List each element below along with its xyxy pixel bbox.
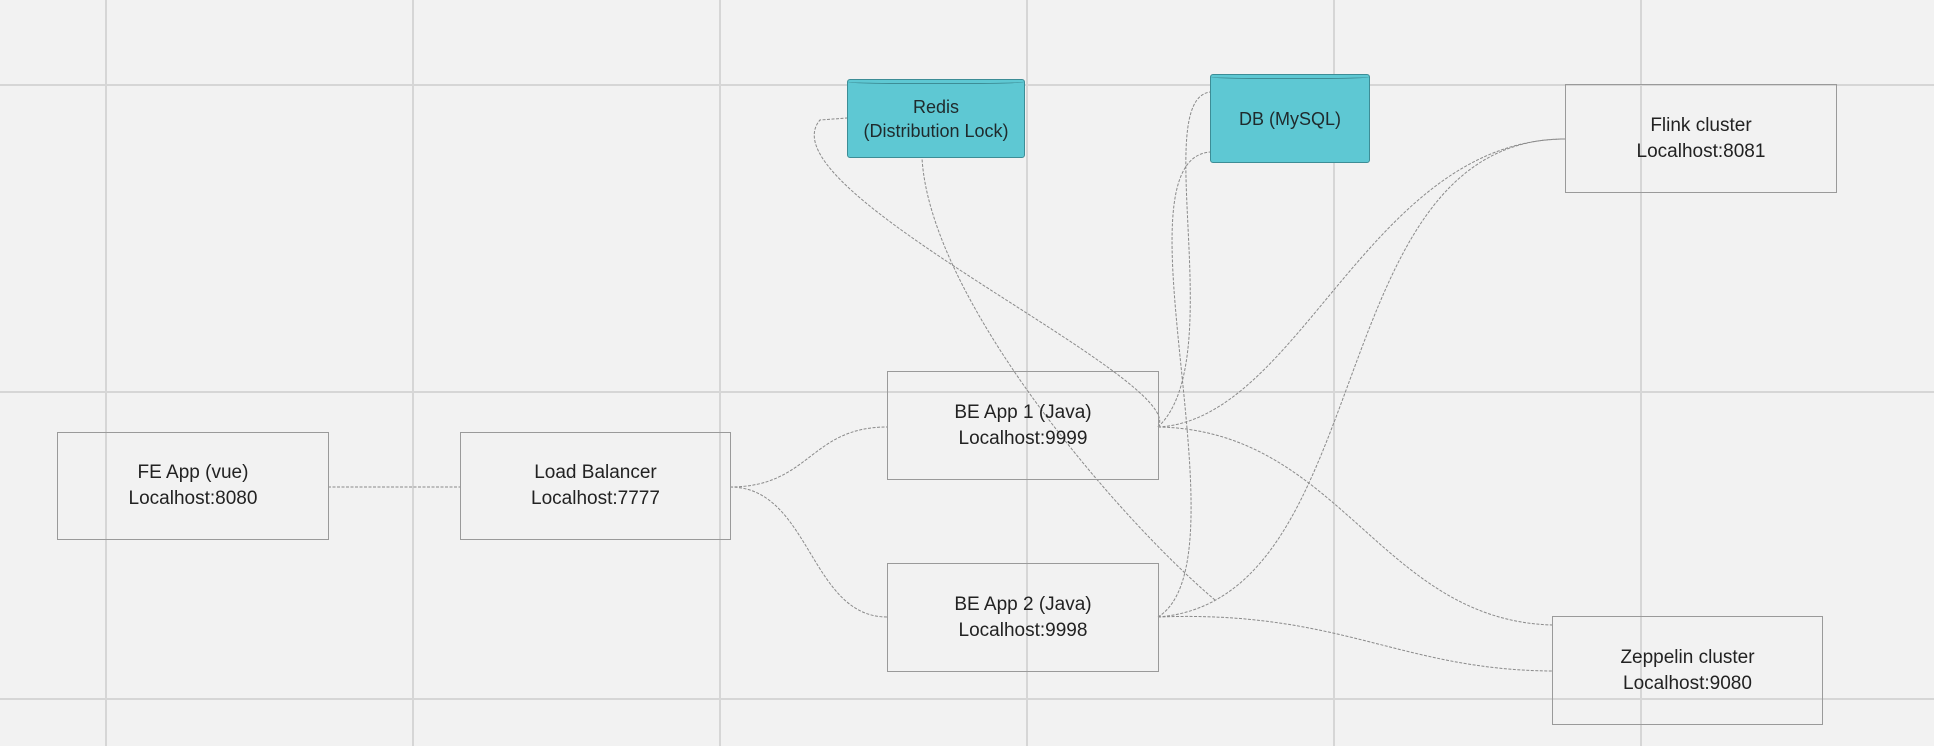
fe-app-node[interactable]: FE App (vue) Localhost:8080 — [57, 432, 329, 540]
redis-storage-node[interactable]: Redis (Distribution Lock) — [847, 79, 1025, 158]
zeppelin-name: Zeppelin cluster — [1620, 646, 1755, 668]
load-balancer-node[interactable]: Load Balancer Localhost:7777 — [460, 432, 731, 540]
connector-be2-to-db[interactable] — [1157, 151, 1211, 618]
db-name: DB (MySQL) — [1238, 108, 1341, 129]
redis-purpose: (Distribution Lock) — [863, 120, 1009, 141]
flink-address: Localhost:8081 — [1636, 140, 1766, 162]
be-app-1-address: Localhost:9999 — [958, 427, 1088, 449]
connector-be1-to-zeppelin[interactable] — [1157, 426, 1553, 626]
connector-be1-to-redis[interactable] — [814, 117, 1161, 428]
fe-app-name: FE App (vue) — [137, 462, 249, 483]
flink-name: Flink cluster — [1650, 114, 1752, 136]
connector-be1-to-flink[interactable] — [1157, 138, 1566, 428]
be-app-2-node[interactable]: BE App 2 (Java) Localhost:9998 — [887, 563, 1159, 672]
connector-be2-to-zeppelin[interactable] — [1157, 615, 1553, 672]
redis-name: Redis — [912, 96, 960, 117]
load-balancer-name: Load Balancer — [534, 462, 657, 483]
be-app-2-address: Localhost:9998 — [958, 619, 1088, 641]
connector-be2-to-redis[interactable] — [921, 157, 1216, 601]
connector-be2-to-flink[interactable] — [1157, 138, 1566, 618]
be-app-1-name: BE App 1 (Java) — [954, 401, 1092, 423]
db-storage-node[interactable]: DB (MySQL) — [1210, 74, 1370, 163]
zeppelin-address: Localhost:9080 — [1623, 672, 1752, 694]
connector-lb-to-be2[interactable] — [729, 486, 888, 618]
fe-app-address: Localhost:8080 — [128, 488, 258, 509]
connector-lb-to-be1[interactable] — [729, 426, 888, 488]
be-app-1-node[interactable]: BE App 1 (Java) Localhost:9999 — [887, 371, 1159, 480]
zeppelin-cluster-node[interactable]: Zeppelin cluster Localhost:9080 — [1552, 616, 1823, 725]
flink-cluster-node[interactable]: Flink cluster Localhost:8081 — [1565, 84, 1837, 193]
connector-be1-to-db[interactable] — [1157, 91, 1211, 428]
load-balancer-address: Localhost:7777 — [531, 488, 660, 509]
be-app-2-name: BE App 2 (Java) — [954, 593, 1092, 615]
